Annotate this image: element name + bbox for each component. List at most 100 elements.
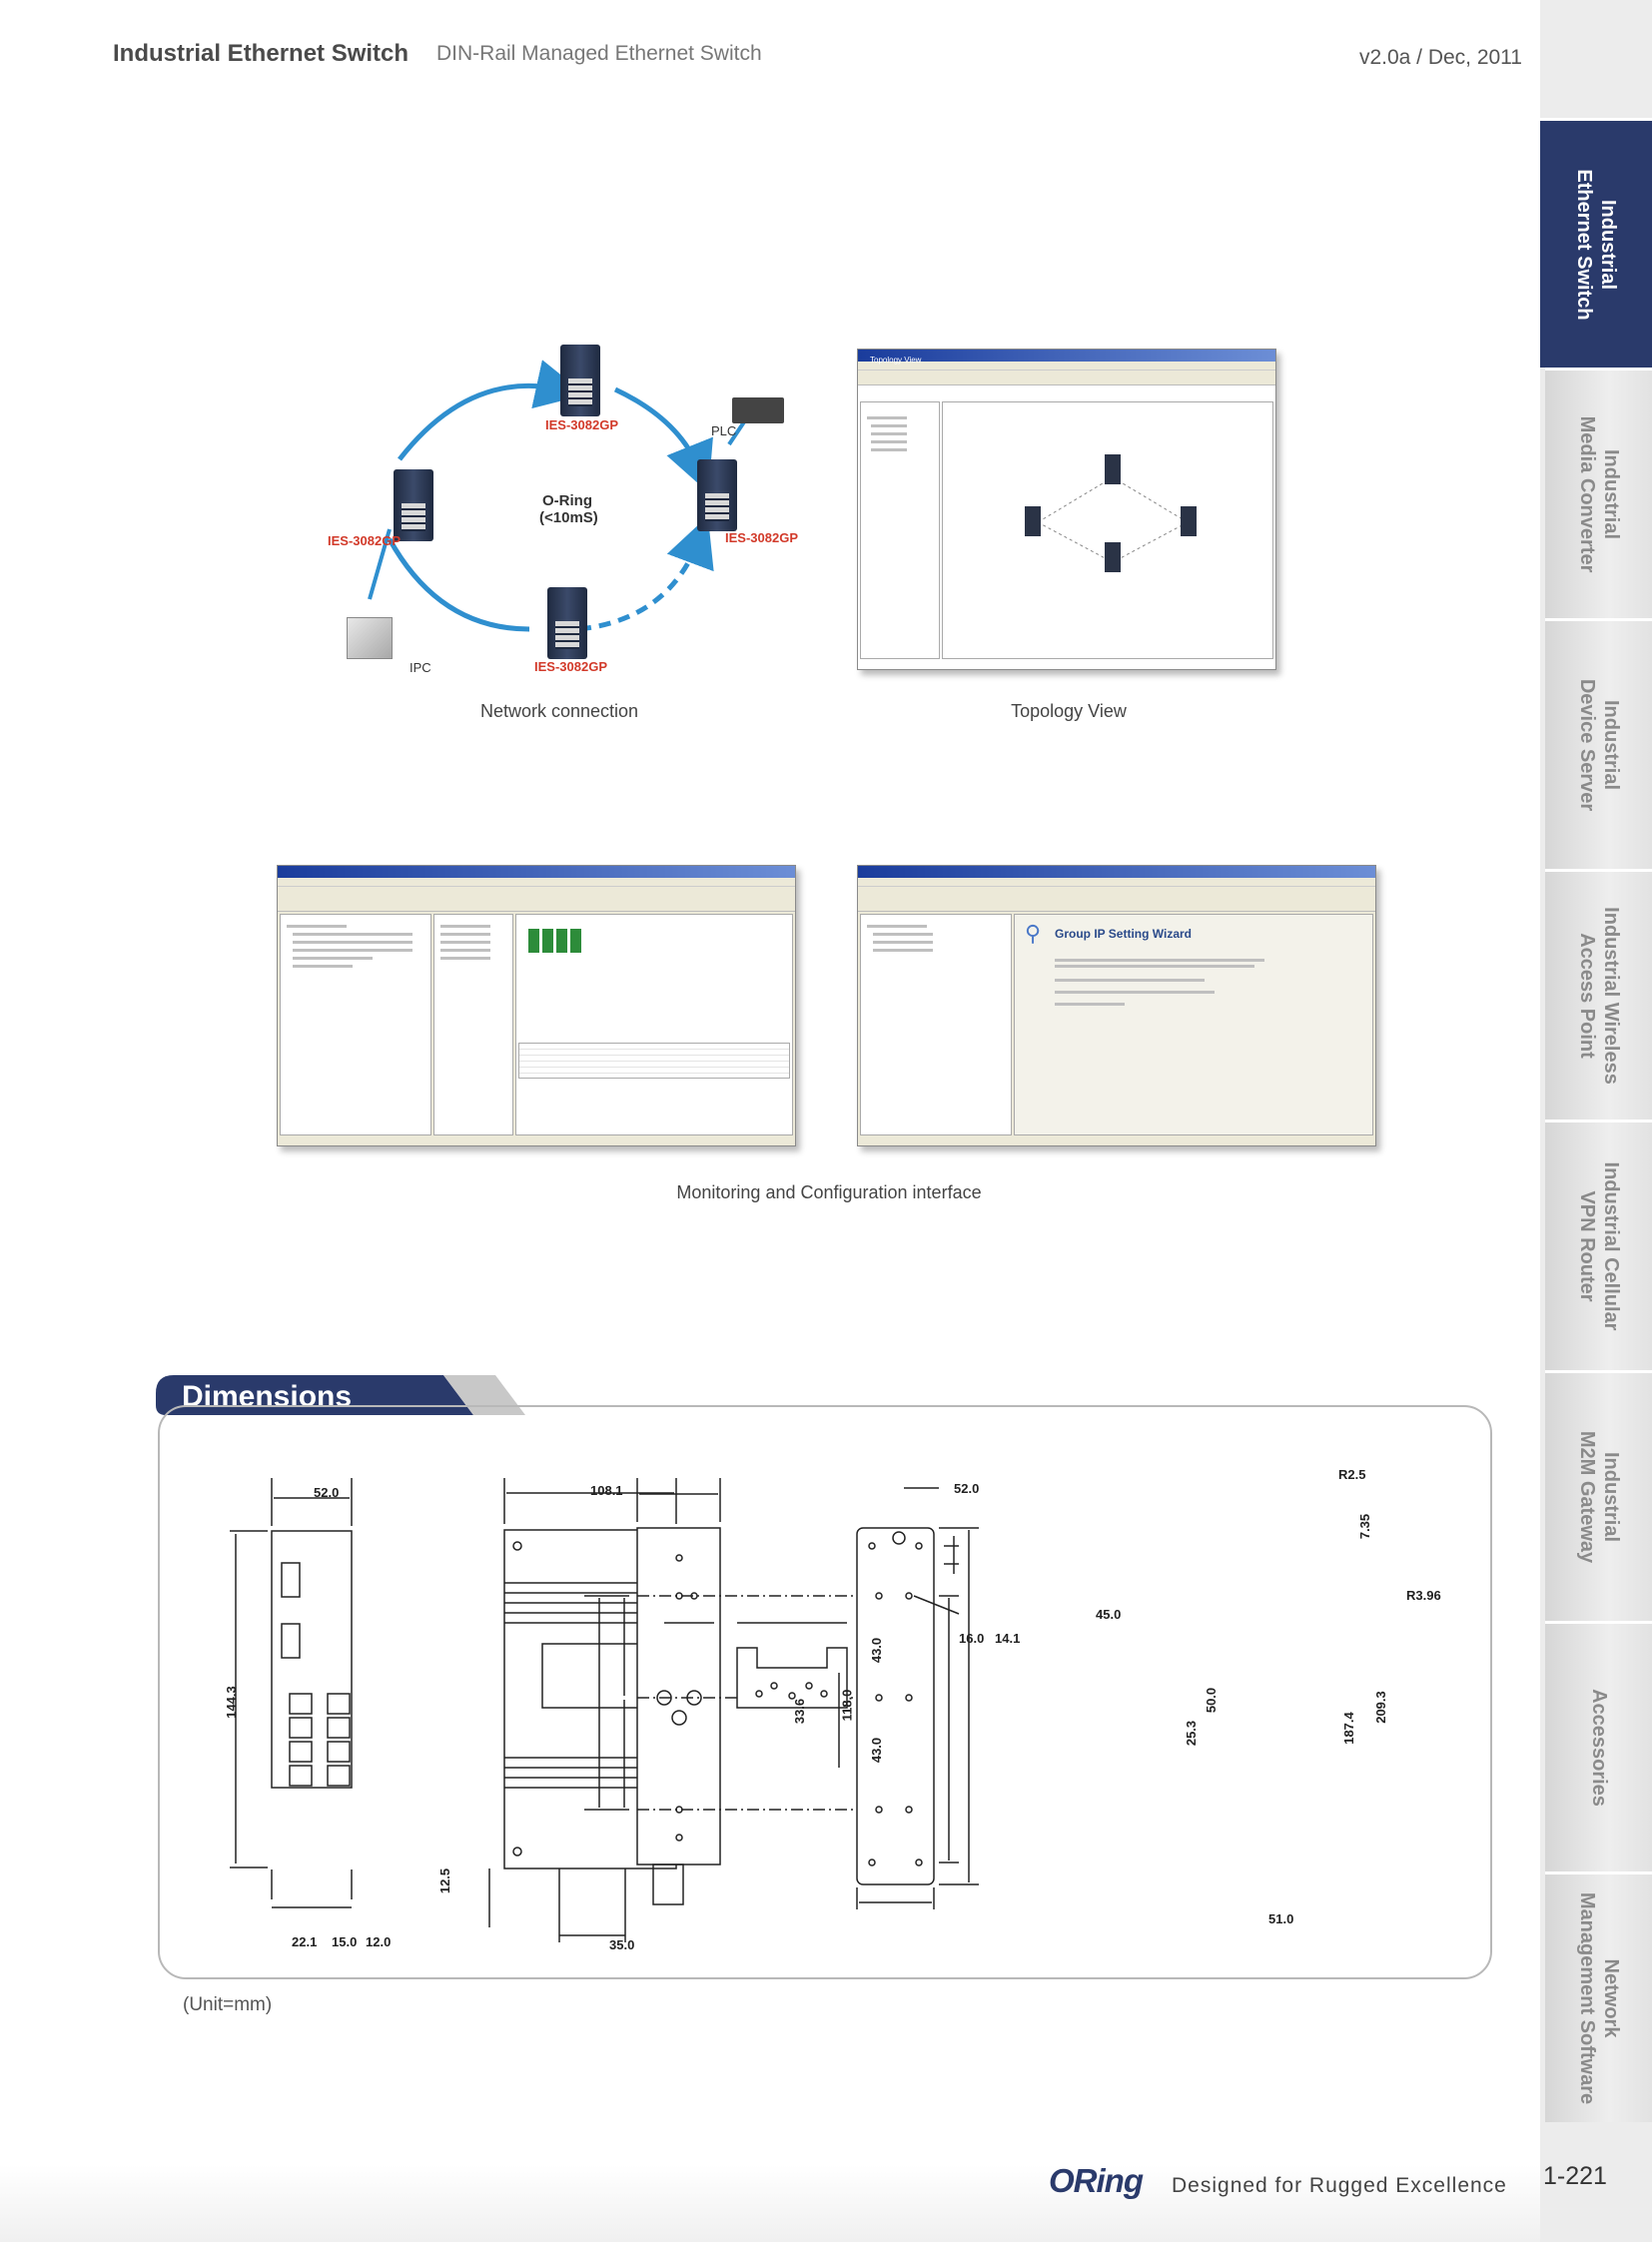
monitor-device-tree bbox=[280, 914, 431, 1135]
header-version: v2.0a / Dec, 2011 bbox=[1358, 46, 1522, 69]
switch-left-label: IES-3082GP bbox=[328, 533, 401, 548]
wall-plate-outline bbox=[856, 1527, 935, 1885]
dim-clip-height: 50.0 bbox=[1204, 1687, 1220, 1714]
wizard-icon: ⚲ bbox=[1025, 921, 1042, 946]
dim-rear-half-a: 43.0 bbox=[869, 1637, 885, 1664]
plc-icon bbox=[732, 397, 784, 423]
dimension-drawings bbox=[230, 1478, 979, 1942]
tab-label-line2: VPN Router bbox=[1575, 1190, 1598, 1302]
dim-front-width: 52.0 bbox=[314, 1485, 340, 1500]
switch-bottom-label: IES-3082GP bbox=[534, 659, 607, 674]
dim-rear-hole-a: 16.0 bbox=[959, 1631, 985, 1646]
tab-label-line2: Access Point bbox=[1575, 933, 1598, 1059]
dim-plate-top: 7.35 bbox=[1357, 1513, 1373, 1540]
oring-logo: ORing bbox=[1049, 2162, 1144, 2199]
ring-arrows bbox=[368, 360, 751, 632]
switch-left-icon bbox=[394, 469, 433, 541]
port-status-icons bbox=[528, 929, 584, 953]
switch-top-icon bbox=[560, 345, 600, 416]
dim-rear-hole-b: 14.1 bbox=[995, 1631, 1021, 1646]
tab-accessories[interactable]: Accessories bbox=[1545, 1621, 1652, 1871]
dim-plate-r1: R2.5 bbox=[1338, 1467, 1366, 1482]
header-subtitle: DIN-Rail Managed Ethernet Switch bbox=[436, 42, 762, 65]
ring-arc-top-right bbox=[613, 386, 713, 493]
monitor-config-window bbox=[277, 865, 796, 1146]
dim-front-bottom-c: 12.0 bbox=[366, 1934, 392, 1949]
tab-label-line1: Network bbox=[1599, 1958, 1622, 2038]
header-title: Industrial Ethernet Switch bbox=[113, 40, 410, 67]
dim-side-width: 108.1 bbox=[590, 1483, 623, 1498]
tab-label-line2: Ethernet Switch bbox=[1573, 168, 1595, 321]
tab-label-line1: Industrial bbox=[1599, 699, 1622, 791]
dimensions-title: Dimensions bbox=[182, 1380, 353, 1413]
dim-clip-inner: 25.3 bbox=[1184, 1720, 1200, 1747]
dim-plate-width: 51.0 bbox=[1268, 1911, 1294, 1926]
dim-plate-height-b: 209.3 bbox=[1372, 1691, 1388, 1724]
tab-label-line2: Management Software bbox=[1575, 1891, 1598, 2105]
topology-window: Topology View bbox=[857, 349, 1276, 670]
topology-caption: Topology View bbox=[1011, 701, 1127, 721]
switch-right-label: IES-3082GP bbox=[725, 530, 798, 545]
wizard-device-tree bbox=[860, 914, 1012, 1135]
dim-plate-height-a: 187.4 bbox=[1340, 1712, 1356, 1745]
dimensions-box bbox=[158, 1405, 1492, 1979]
tab-label-line1: Accessories bbox=[1587, 1689, 1610, 1807]
ipc-link bbox=[368, 528, 392, 600]
tab-label-line2: M2M Gateway bbox=[1575, 1430, 1598, 1564]
ring-arc-top-left bbox=[398, 360, 586, 461]
topology-graph bbox=[1025, 454, 1197, 572]
ipc-label: IPC bbox=[410, 660, 431, 675]
switch-top-label: IES-3082GP bbox=[545, 417, 618, 432]
group-ip-wizard-window: ⚲ Group IP Setting Wizard bbox=[857, 865, 1376, 1146]
tab-label-line1: Industrial bbox=[1597, 199, 1619, 290]
rear-view-outline bbox=[636, 1527, 721, 1866]
topology-canvas bbox=[942, 401, 1273, 659]
dim-side-left: 12.5 bbox=[437, 1868, 453, 1894]
footer-strip bbox=[0, 2165, 1540, 2242]
topology-toolbar bbox=[858, 371, 1275, 385]
tab-label-line2: Device Server bbox=[1575, 678, 1598, 812]
network-caption: Network connection bbox=[479, 701, 639, 721]
page-number: 1-221 bbox=[1543, 2162, 1607, 2190]
dim-front-height: 144.3 bbox=[223, 1686, 239, 1719]
monitor-caption: Monitoring and Configuration interface bbox=[676, 1182, 982, 1202]
dim-front-bottom-b: 15.0 bbox=[332, 1934, 358, 1949]
switch-bottom-icon bbox=[547, 587, 587, 659]
tab-label-line2: Media Converter bbox=[1575, 415, 1598, 573]
topology-window-title: Topology View bbox=[870, 356, 922, 365]
footer-slogan: Designed for Rugged Excellence bbox=[1172, 2174, 1507, 2197]
dim-side-height: 33.6 bbox=[792, 1698, 808, 1725]
dim-rear-width: 52.0 bbox=[954, 1481, 980, 1496]
plc-label: PLC bbox=[711, 423, 737, 438]
wizard-title: Group IP Setting Wizard bbox=[1055, 927, 1193, 941]
monitor-function-tree bbox=[433, 914, 513, 1135]
topology-titlebar: Topology View bbox=[858, 350, 1275, 365]
tab-label-line1: Industrial bbox=[1599, 448, 1622, 539]
unit-note: (Unit=mm) bbox=[183, 1994, 273, 2015]
topology-device-tree bbox=[860, 401, 940, 659]
wizard-panel: ⚲ Group IP Setting Wizard bbox=[1014, 914, 1373, 1135]
dim-rear-half-b: 43.0 bbox=[869, 1737, 885, 1764]
tab-label-line1: Industrial bbox=[1599, 1451, 1622, 1543]
dim-plate-r2: R3.96 bbox=[1406, 1588, 1441, 1603]
monitor-config-panel bbox=[515, 914, 793, 1135]
topology-menubar bbox=[858, 362, 1275, 371]
tab-label-line1: Industrial Wireless bbox=[1599, 907, 1622, 1085]
dim-side-bottom: 35.0 bbox=[609, 1937, 635, 1952]
port-config-table bbox=[518, 1043, 790, 1079]
ipc-icon bbox=[347, 617, 393, 659]
dim-front-bottom-a: 22.1 bbox=[292, 1934, 318, 1949]
switch-right-icon bbox=[697, 459, 737, 531]
tab-label-line1: Industrial Cellular bbox=[1599, 1161, 1622, 1331]
ring-label: O-Ring (<10mS) bbox=[539, 492, 598, 526]
dim-clip-width: 45.0 bbox=[1096, 1607, 1122, 1622]
dim-rear-height: 118.0 bbox=[839, 1689, 855, 1722]
ring-arc-dashed bbox=[578, 515, 714, 632]
